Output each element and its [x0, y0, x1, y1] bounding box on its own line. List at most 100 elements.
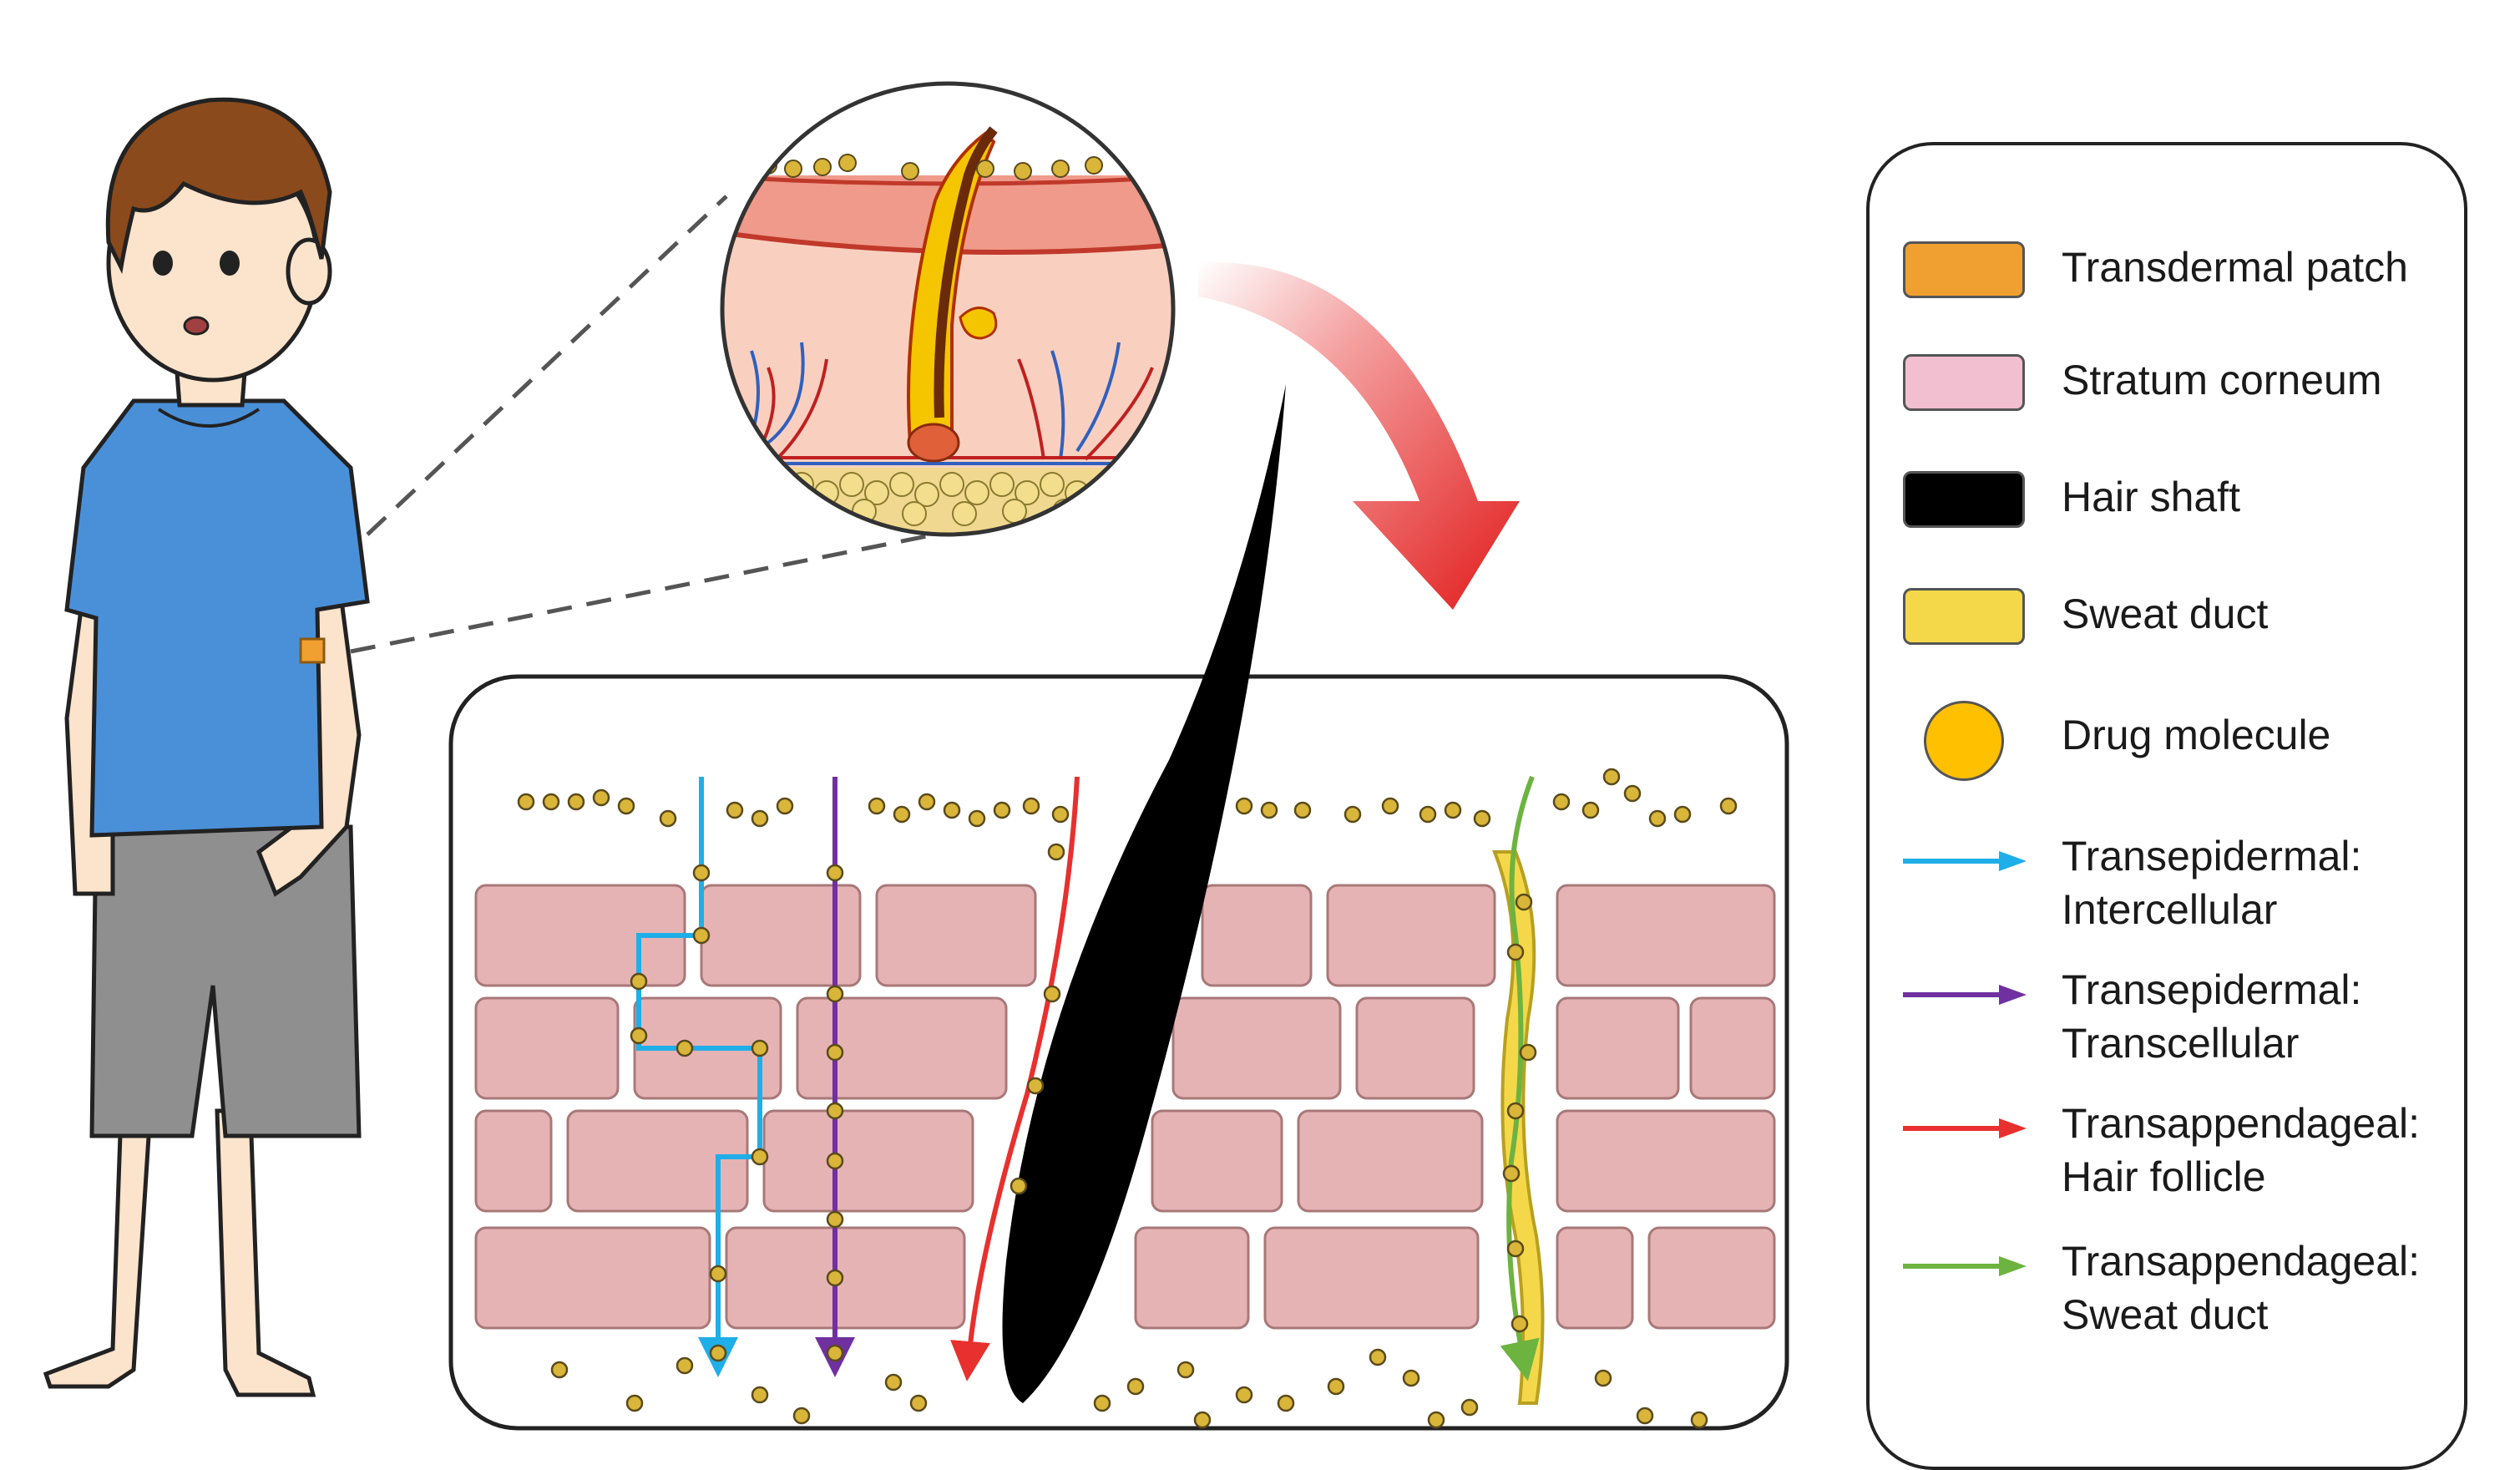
drug-molecule: [617, 797, 635, 815]
legend-item: Transepidermal: Transcellular: [1870, 964, 2464, 1081]
drug-molecule: [751, 1039, 769, 1057]
legend-label-line2: Sweat duct: [2062, 1291, 2269, 1338]
drug-molecule: [1623, 784, 1642, 803]
drug-molecule: [1126, 1377, 1145, 1396]
illustration: [43, 81, 1789, 1431]
drug-molecule: [826, 1344, 844, 1362]
corneocyte-cell: [1647, 1226, 1776, 1330]
drug-molecule: [625, 1394, 644, 1412]
legend-item: Transappendageal:Hair follicle: [1870, 1097, 2464, 1214]
stratum-corneum-cells: [474, 884, 1776, 1330]
skin-magnifier-circle: [720, 81, 1176, 537]
drug-molecule: [1427, 1411, 1445, 1429]
legend-label: Drug molecule: [2062, 712, 2331, 758]
drug-molecule: [1369, 1348, 1387, 1366]
drug-molecule: [1473, 809, 1491, 828]
drug-molecule: [826, 1102, 844, 1120]
drug-molecule: [1343, 805, 1362, 824]
corneocyte-cell: [1556, 1109, 1776, 1213]
drug-molecule: [1327, 1377, 1345, 1396]
legend-item: Stratum corneum: [1870, 346, 2464, 463]
drug-molecule: [1673, 805, 1692, 824]
drug-molecule: [826, 1043, 844, 1062]
legend-label: Hair shaft: [2062, 474, 2240, 520]
legend-swatch: [1903, 241, 2025, 298]
corneocyte-cell: [1134, 1226, 1250, 1330]
drug-molecule: [1277, 1394, 1295, 1412]
drug-molecule: [1177, 1361, 1195, 1379]
drug-molecule: [550, 1361, 569, 1379]
legend-arrow-icon: [1903, 849, 2028, 874]
drug-molecule: [826, 985, 844, 1003]
drug-molecule: [751, 809, 769, 828]
corneocyte-cell: [762, 1109, 974, 1213]
legend-swatch: [1903, 354, 2025, 411]
drug-molecule: [993, 801, 1011, 819]
legend-arrow-icon: [1903, 1254, 2028, 1279]
drug-molecule: [542, 793, 560, 811]
corneocyte-cell: [1297, 1109, 1484, 1213]
drug-molecule: [1502, 1164, 1521, 1183]
hair-follicle-path: [950, 776, 1080, 1381]
drug-molecule: [1594, 1369, 1612, 1387]
legend-label-line2: Intercellular: [2062, 886, 2278, 933]
drug-molecule: [517, 793, 535, 811]
legend-label-line1: Transepidermal:: [2062, 966, 2362, 1013]
corneocyte-cell: [1326, 884, 1496, 987]
boy-figure: [43, 97, 978, 1397]
legend-arrow-icon: [1903, 1116, 2028, 1141]
drug-molecule: [1460, 1398, 1479, 1417]
corneocyte-cell: [1263, 1226, 1480, 1330]
drug-molecule: [567, 793, 585, 811]
drug-molecule: [676, 1356, 694, 1375]
corneocyte-cell: [796, 996, 1008, 1100]
corneocyte-cell: [474, 1226, 711, 1330]
drug-molecule: [868, 797, 886, 815]
drug-molecule: [1022, 797, 1040, 815]
legend-label-line2: Hair follicle: [2062, 1153, 2266, 1200]
hair-shaft-shape: [1002, 384, 1286, 1403]
drug-molecule: [751, 1386, 769, 1404]
skin-cross-section: [448, 384, 1789, 1431]
drug-molecule: [968, 809, 986, 828]
drug-molecule: [1381, 797, 1399, 815]
drug-molecule: [1419, 805, 1437, 824]
legend-swatch: [1903, 471, 2025, 528]
legend-label: Stratum corneum: [2062, 357, 2382, 403]
drug-molecule: [1719, 797, 1738, 815]
drug-molecule: [726, 801, 744, 819]
drug-molecule: [1293, 801, 1312, 819]
drug-molecule: [1010, 1177, 1028, 1195]
legend-label-line1: Transappendageal:: [2062, 1238, 2421, 1285]
drug-molecule: [826, 1269, 844, 1287]
drug-molecule: [1552, 793, 1571, 811]
drug-molecule: [826, 864, 844, 882]
drug-molecule: [630, 1026, 648, 1045]
drug-molecule: [709, 1265, 727, 1283]
sweat-duct-shape: [1492, 850, 1545, 1405]
drug-molecule: [1636, 1407, 1654, 1425]
drug-molecule: [692, 864, 711, 882]
drug-molecule: [1193, 1411, 1212, 1429]
drug-molecule: [1510, 1315, 1529, 1333]
intercellular-path: [636, 777, 762, 1377]
legend-label-line2: Transcellular: [2062, 1020, 2300, 1067]
sweat-duct-path: [1500, 775, 1540, 1381]
legend-item: Sweat duct: [1870, 580, 2464, 697]
drug-molecule: [1043, 985, 1061, 1003]
drug-molecule: [630, 972, 648, 991]
corneocyte-cell: [875, 884, 1037, 987]
corneocyte-cell: [1171, 996, 1342, 1100]
drug-molecule: [1260, 801, 1278, 819]
legend-label: Transdermal patch: [2062, 244, 2408, 291]
legend-item: Hair shaft: [1870, 463, 2464, 580]
drug-molecule: [592, 788, 610, 807]
drug-molecule: [909, 1394, 928, 1412]
drug-molecule: [1515, 893, 1533, 911]
drug-molecules: [517, 768, 1738, 1429]
corneocyte-cell: [1151, 1109, 1283, 1213]
corneocyte-cell: [1689, 996, 1776, 1100]
drug-molecule: [1519, 1043, 1537, 1062]
